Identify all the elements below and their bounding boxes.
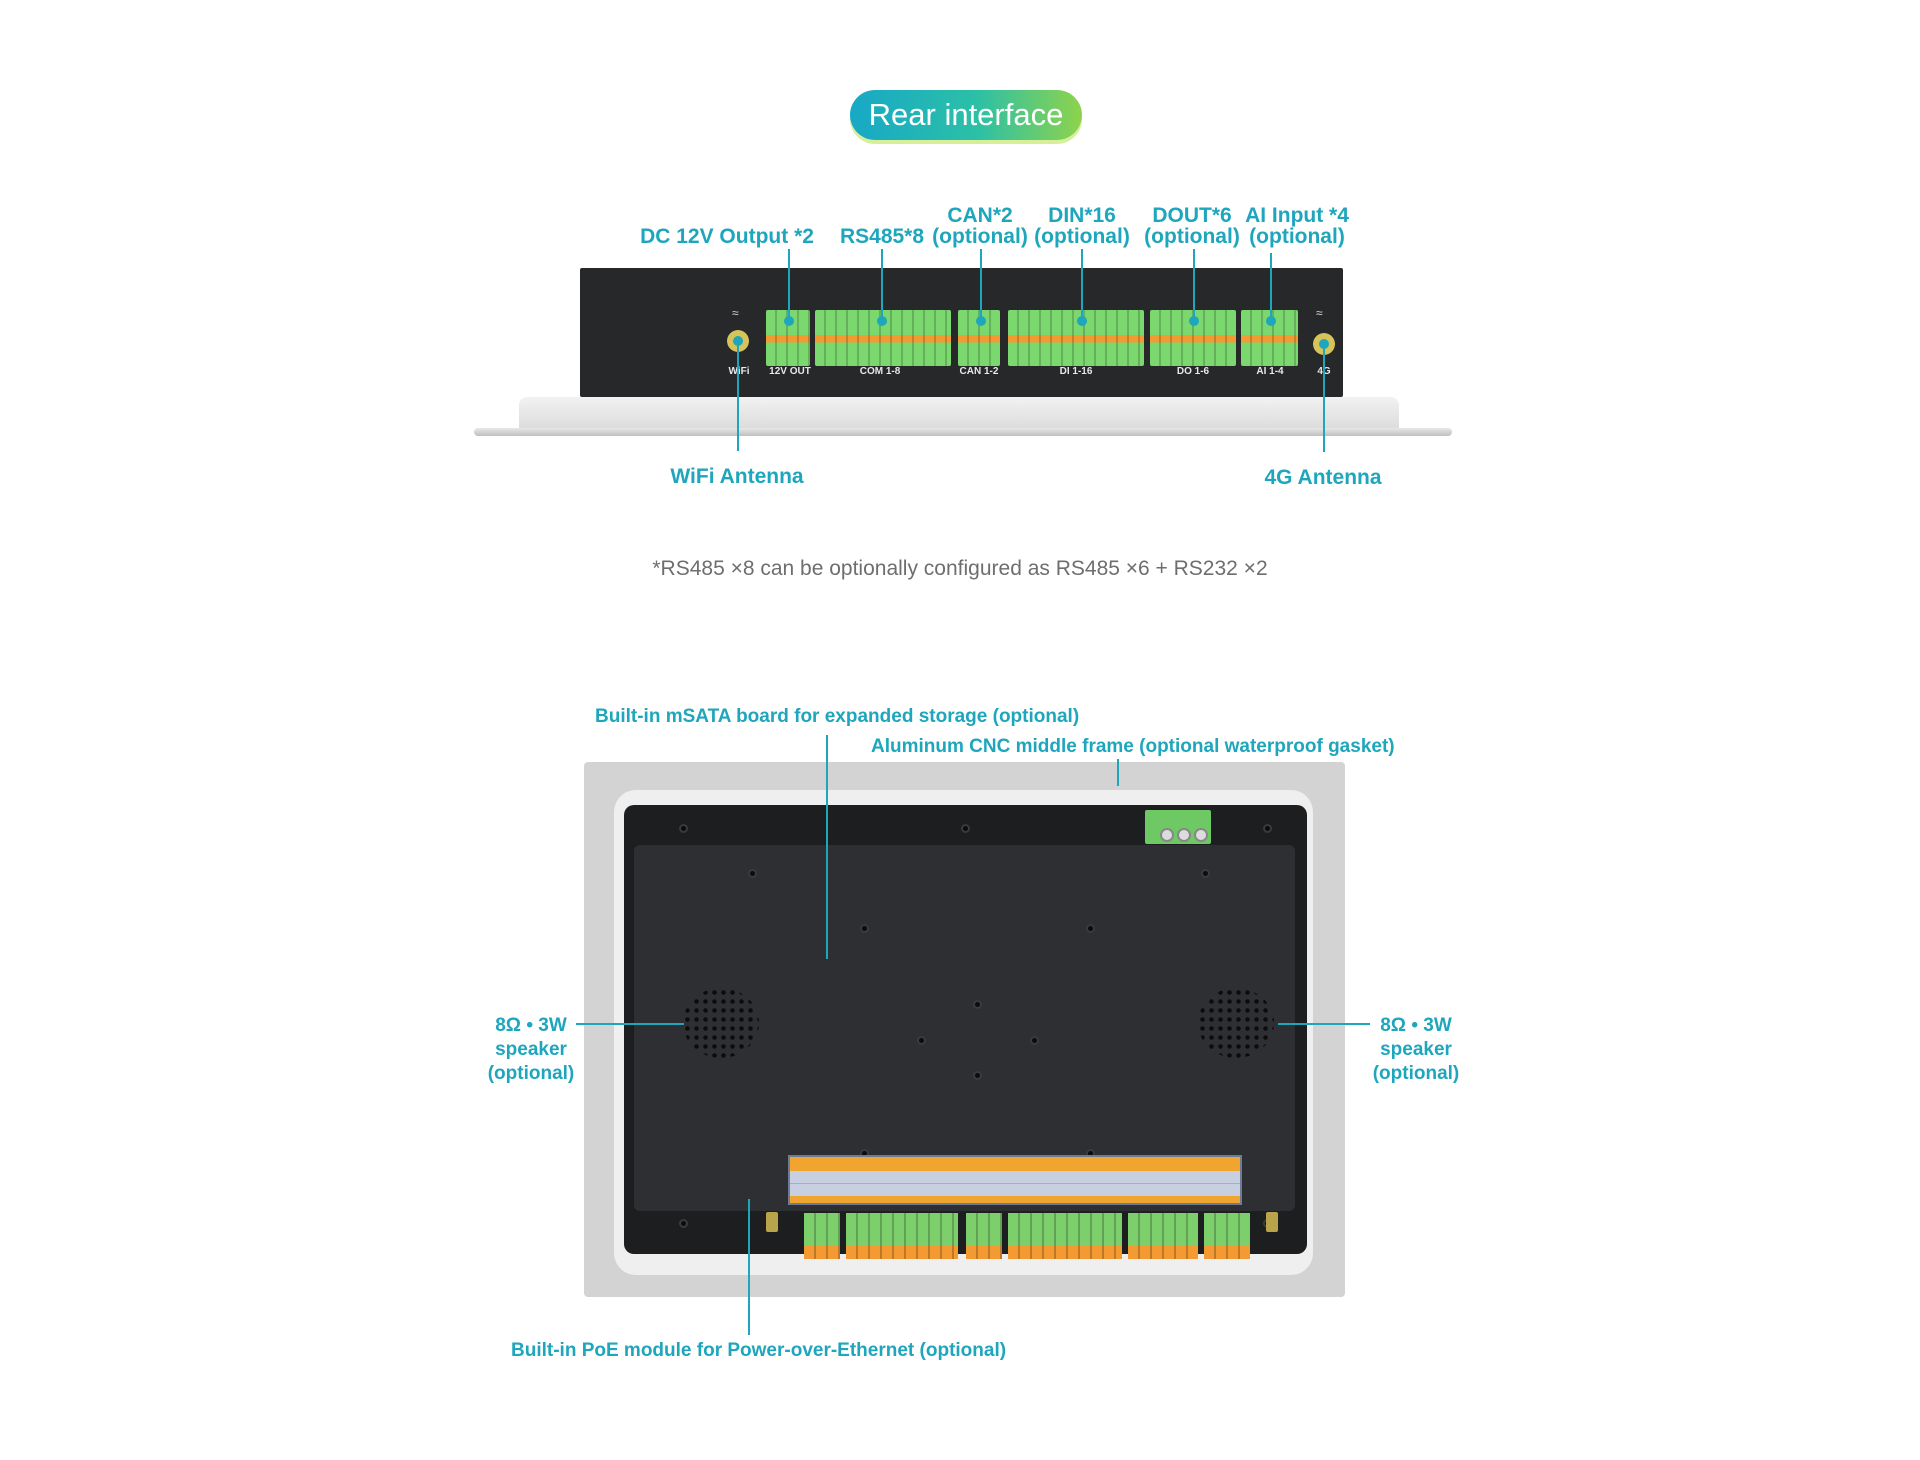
- screw: [679, 1219, 688, 1228]
- leader-dot: [784, 316, 794, 326]
- callout-rs485: RS485*8: [839, 225, 925, 248]
- io-label-strip: [788, 1155, 1242, 1205]
- port-label-ai: AI 1-4: [1256, 366, 1284, 377]
- terminal-di: [1008, 310, 1144, 366]
- callout-can-1: CAN*2: [947, 204, 1013, 227]
- leader-line: [576, 1023, 684, 1025]
- speaker-grille-left: [683, 988, 759, 1058]
- leader-line: [826, 735, 828, 959]
- callout-speaker-left-3: (optional): [487, 1063, 575, 1084]
- antenna-stub-right: [1266, 1212, 1278, 1232]
- leader-dot: [1077, 316, 1087, 326]
- callout-ai-1: AI Input *4: [1245, 204, 1349, 227]
- terminal-screw: [1177, 828, 1191, 842]
- screw: [1030, 1036, 1039, 1045]
- callout-speaker-left-2: speaker: [495, 1039, 567, 1060]
- leader-line: [881, 249, 883, 319]
- leader-line: [737, 341, 739, 451]
- screw: [1086, 924, 1095, 933]
- callout-poe: Built-in PoE module for Power-over-Ether…: [511, 1340, 1007, 1361]
- terminal-ai: [1204, 1213, 1250, 1259]
- front-bezel: [519, 397, 1399, 433]
- callout-speaker-right-3: (optional): [1372, 1063, 1460, 1084]
- callout-din-1: DIN*16: [1048, 204, 1116, 227]
- terminal-can: [966, 1213, 1002, 1259]
- leader-line: [1270, 253, 1272, 319]
- callout-dout-1: DOUT*6: [1152, 204, 1232, 227]
- callout-din-2: (optional): [1034, 225, 1130, 248]
- antenna-stub-left: [766, 1212, 778, 1232]
- screw: [860, 924, 869, 933]
- port-label-com: COM 1-8: [859, 366, 901, 377]
- callout-frame: Aluminum CNC middle frame (optional wate…: [871, 736, 1395, 757]
- terminal-screw: [1160, 828, 1174, 842]
- screw: [679, 824, 688, 833]
- leader-line: [748, 1199, 750, 1335]
- screw: [961, 824, 970, 833]
- leader-line: [1323, 344, 1325, 452]
- port-label-12v-out: 12V OUT: [769, 366, 811, 377]
- leader-dot: [976, 316, 986, 326]
- port-label-wifi: WiFi: [728, 366, 750, 377]
- terminal-12v-out: [804, 1213, 840, 1259]
- leader-line: [1193, 249, 1195, 319]
- screw: [748, 869, 757, 878]
- footnote: *RS485 ×8 can be optionally configured a…: [652, 557, 1268, 580]
- terminal-ai: [1241, 310, 1298, 366]
- callout-speaker-right-1: 8Ω • 3W: [1380, 1015, 1452, 1036]
- callout-speaker-right-2: speaker: [1380, 1039, 1452, 1060]
- speaker-grille-right: [1198, 988, 1274, 1058]
- screw: [973, 1071, 982, 1080]
- terminal-screw: [1194, 828, 1208, 842]
- callout-4g-antenna: 4G Antenna: [1264, 466, 1382, 489]
- screw: [1201, 869, 1210, 878]
- screw: [917, 1036, 926, 1045]
- wifi-icon: ≈: [732, 306, 739, 320]
- callout-dout-2: (optional): [1144, 225, 1240, 248]
- callout-can-2: (optional): [932, 225, 1028, 248]
- screw: [973, 1000, 982, 1009]
- leader-dot: [877, 316, 887, 326]
- leader-dot: [1189, 316, 1199, 326]
- callout-dc-output: DC 12V Output *2: [640, 225, 814, 248]
- callout-wifi-antenna: WiFi Antenna: [670, 465, 804, 488]
- leader-line: [1117, 759, 1119, 786]
- leader-dot: [1266, 316, 1276, 326]
- leader-line: [980, 249, 982, 319]
- leader-line: [1278, 1023, 1370, 1025]
- terminal-rs485: [846, 1213, 958, 1259]
- port-label-di: DI 1-16: [1059, 366, 1093, 377]
- port-label-do: DO 1-6: [1176, 366, 1210, 377]
- terminal-di: [1008, 1213, 1122, 1259]
- terminal-do: [1128, 1213, 1198, 1259]
- cellular-icon: ≈: [1316, 306, 1323, 320]
- port-label-can: CAN 1-2: [959, 366, 999, 377]
- leader-line: [788, 249, 790, 319]
- terminal-can: [958, 310, 1000, 366]
- callout-speaker-left-1: 8Ω • 3W: [495, 1015, 567, 1036]
- callout-msata: Built-in mSATA board for expanded storag…: [595, 706, 1080, 727]
- section-title: Rear interface: [850, 90, 1082, 140]
- callout-ai-2: (optional): [1249, 225, 1345, 248]
- bezel-base: [474, 428, 1452, 436]
- screw: [1263, 824, 1272, 833]
- leader-line: [1081, 249, 1083, 319]
